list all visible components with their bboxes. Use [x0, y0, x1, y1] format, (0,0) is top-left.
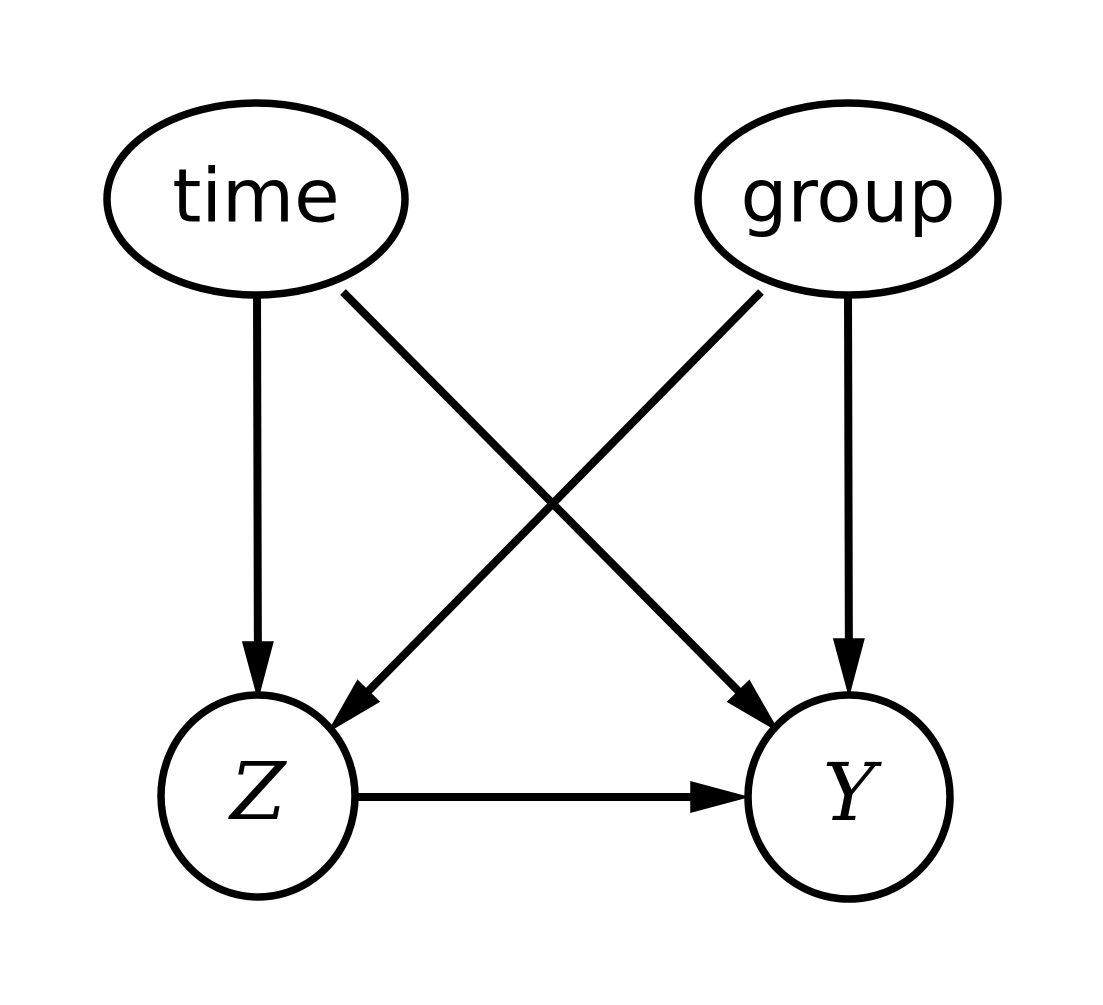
edge-time-to-Z-line: [253, 294, 262, 653]
edge-time-to-Z-arrowhead: [241, 641, 274, 701]
node-group-label: group: [741, 154, 956, 240]
node-group-ellipse[interactable]: [694, 99, 1002, 299]
edge-group-to-Y: [832, 294, 865, 698]
edge-Z-to-Y-arrowhead: [690, 781, 750, 813]
edge-time-to-Y: [340, 289, 781, 734]
node-Y-label: Y: [823, 746, 883, 839]
edge-group-to-Z: [326, 289, 764, 734]
edge-time-to-Y-arrowhead: [726, 679, 781, 734]
node-time-ellipse[interactable]: [103, 99, 409, 299]
node-time[interactable]: time: [103, 99, 409, 299]
edge-group-to-Y-line: [844, 294, 853, 650]
edge-layer: [241, 289, 865, 813]
edge-time-to-Z: [241, 294, 274, 701]
node-Z-label: Z: [227, 745, 287, 838]
edge-time-to-Y-line: [340, 289, 749, 702]
node-layer: time group Z Y: [103, 99, 1002, 903]
node-Z[interactable]: Z: [157, 691, 359, 901]
edge-group-to-Y-arrowhead: [832, 638, 865, 698]
node-Y-circle[interactable]: [744, 691, 954, 903]
node-Y[interactable]: Y: [744, 691, 954, 903]
edge-Z-to-Y: [356, 781, 750, 813]
edge-group-to-Z-arrowhead: [326, 679, 381, 734]
node-time-label: time: [172, 154, 339, 240]
edge-group-to-Z-line: [358, 289, 764, 702]
node-group[interactable]: group: [694, 99, 1002, 299]
node-Z-circle[interactable]: [157, 691, 359, 901]
